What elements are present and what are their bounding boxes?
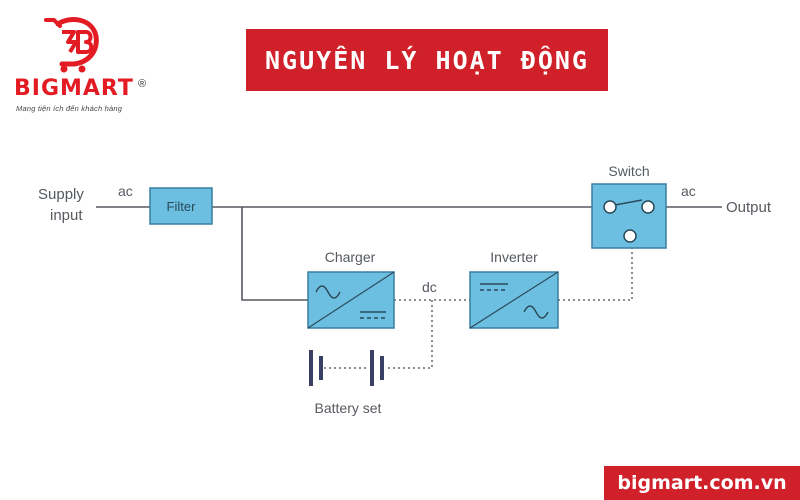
battery-set-icon <box>309 350 384 386</box>
filter-label: Filter <box>167 199 197 214</box>
ac-input-label: ac <box>118 183 133 199</box>
wires <box>96 206 722 301</box>
charger-diagonal <box>307 271 395 329</box>
dc-label: dc <box>422 279 437 295</box>
inverter-ac-wave-icon <box>523 305 549 319</box>
switch-lever <box>614 199 643 206</box>
website-banner: bigmart.com.vn <box>604 466 800 500</box>
battery-label: Battery set <box>315 400 382 416</box>
website-url[interactable]: bigmart.com.vn <box>617 472 787 494</box>
switch-contact-right <box>641 200 655 214</box>
supply-label: Supply <box>38 186 84 203</box>
ac-wave-icon <box>315 285 341 299</box>
battery-plate-short-right <box>380 356 384 380</box>
input-label: input <box>50 207 83 224</box>
inverter-label: Inverter <box>490 249 538 265</box>
ac-output-label: ac <box>681 183 696 199</box>
filter-box <box>149 187 213 225</box>
charger-label: Charger <box>325 249 376 265</box>
switch-contact-bottom <box>623 229 637 243</box>
dc-wires <box>324 248 633 369</box>
battery-plate-long-left <box>309 350 313 386</box>
inverter-diagonal <box>469 271 559 329</box>
output-label: Output <box>726 199 772 216</box>
brand-name: BIGMART <box>14 76 134 101</box>
charger-feed-wire <box>241 207 308 301</box>
title-banner: NGUYÊN LÝ HOẠT ĐỘNG <box>246 29 608 91</box>
bigmart-cart-logo-icon <box>44 17 99 73</box>
page-title: NGUYÊN LÝ HOẠT ĐỘNG <box>265 45 589 75</box>
inverter-to-switch-wire <box>558 248 633 301</box>
switch-label: Switch <box>608 163 649 179</box>
battery-plate-short-left <box>319 356 323 380</box>
registered-mark: ® <box>138 78 147 90</box>
battery-plate-long-right <box>370 350 374 386</box>
switch-contact-left <box>603 200 617 214</box>
brand-tagline: Mang tiện ích đến khách hàng <box>16 104 123 113</box>
